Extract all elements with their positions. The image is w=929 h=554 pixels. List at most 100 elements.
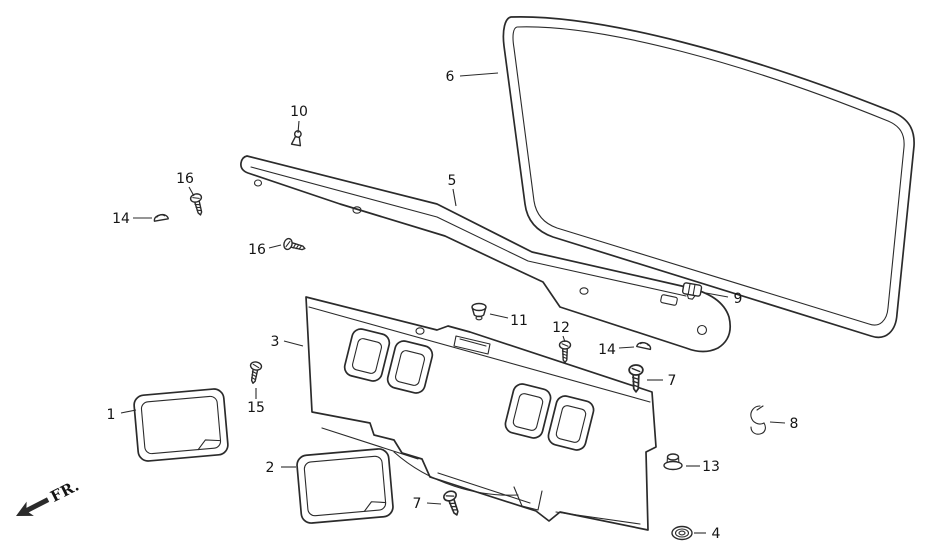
callout-label[interactable]: 9	[734, 291, 743, 307]
callout-label[interactable]: 2	[266, 460, 275, 476]
vent-inner	[512, 393, 544, 431]
panel-bottom-tab	[513, 486, 543, 511]
clip-9	[681, 282, 703, 300]
fr-arrow-icon	[16, 497, 50, 516]
grommet4-ring	[674, 528, 690, 538]
callout-15[interactable]: 15	[247, 388, 265, 416]
callout-14-left[interactable]: 14	[112, 211, 152, 227]
callout-7-lower[interactable]: 7	[413, 496, 442, 512]
trim-hole	[253, 179, 263, 187]
callout-label[interactable]: 12	[552, 320, 570, 336]
clip-8	[750, 405, 766, 435]
leader-line	[489, 313, 509, 319]
button11-stem	[475, 315, 483, 321]
leader-line	[426, 502, 442, 505]
callout-label[interactable]: 16	[248, 242, 266, 258]
callout-label[interactable]: 10	[290, 104, 308, 120]
callout-label[interactable]: 8	[790, 416, 799, 432]
clip-10	[290, 130, 302, 147]
leader-line	[562, 335, 566, 343]
leader-line	[769, 421, 786, 424]
callouts: 6 10 16 14 16 5 9 11	[107, 69, 799, 542]
callout-label[interactable]: 7	[413, 496, 422, 512]
part-lower-lining-panel	[305, 296, 657, 531]
callout-8[interactable]: 8	[769, 416, 799, 432]
lid2-outer	[296, 448, 394, 524]
callout-9[interactable]: 9	[705, 291, 743, 307]
callout-4[interactable]: 4	[694, 526, 721, 542]
screw-12	[558, 340, 572, 364]
callout-label[interactable]: 14	[598, 342, 616, 358]
panel-bracket	[453, 335, 491, 355]
vent-outer	[386, 340, 434, 394]
callout-11[interactable]: 11	[489, 313, 528, 329]
panel-lower-contour	[393, 451, 519, 496]
callout-14-right[interactable]: 14	[598, 342, 635, 358]
screw-16-lower	[282, 236, 308, 255]
callout-2[interactable]: 2	[266, 460, 296, 476]
callout-label[interactable]: 6	[446, 69, 455, 85]
lid1-outer	[133, 388, 229, 462]
callout-label[interactable]: 14	[112, 211, 130, 227]
leader-line	[268, 244, 282, 249]
leader-line	[452, 188, 457, 207]
panel-hole	[415, 327, 425, 335]
grommet-13	[663, 453, 683, 471]
callout-label[interactable]: 1	[107, 407, 116, 423]
part-lid-panel-1	[133, 388, 229, 462]
lid1-inner	[140, 395, 222, 455]
callout-label[interactable]: 3	[271, 334, 280, 350]
callout-label[interactable]: 11	[510, 313, 528, 329]
part-weatherstrip-seal	[502, 16, 915, 339]
leader-line	[188, 186, 195, 197]
grommet4-hole	[678, 530, 686, 536]
clip9-rib	[692, 283, 696, 296]
callout-7-upper[interactable]: 7	[647, 373, 676, 389]
callout-6[interactable]: 6	[446, 69, 499, 85]
callout-label[interactable]: 13	[702, 459, 720, 475]
lid2-inner	[303, 455, 387, 517]
screw-15	[246, 360, 263, 385]
vent-outer	[504, 383, 552, 439]
leader-line	[705, 292, 729, 298]
callout-label[interactable]: 4	[712, 526, 721, 542]
callout-5[interactable]: 5	[448, 173, 457, 207]
lid1-notch	[197, 439, 222, 451]
part-lid-panel-2	[296, 448, 394, 524]
cap-14-right	[636, 340, 653, 351]
callout-3[interactable]: 3	[271, 334, 304, 350]
grommet4-outer	[671, 525, 693, 541]
cap-14-left	[152, 212, 169, 222]
button-plug-11	[471, 302, 487, 321]
clip8-end	[756, 405, 764, 411]
vent-outer	[343, 328, 391, 382]
callout-label[interactable]: 5	[448, 173, 457, 189]
clip8-hook	[750, 422, 766, 435]
vent-grille-right	[504, 383, 595, 451]
weatherstrip-outer-line	[502, 16, 915, 339]
callout-label[interactable]: 7	[668, 373, 677, 389]
callout-10[interactable]: 10	[290, 104, 308, 134]
callout-16-upper[interactable]: 16	[176, 171, 195, 197]
screw-7-lower	[441, 488, 464, 518]
callout-16-lower[interactable]: 16	[248, 242, 282, 258]
callout-label[interactable]: 16	[176, 171, 194, 187]
vent-outer	[547, 395, 595, 451]
part-upper-trim-strip	[240, 155, 732, 353]
fr-indicator: FR.	[16, 476, 82, 516]
leader-line	[297, 120, 300, 134]
callout-label[interactable]: 15	[247, 400, 265, 416]
vent-inner	[394, 350, 426, 386]
leader-line	[120, 409, 137, 414]
clip9-foot	[686, 293, 696, 300]
leader-line	[618, 346, 635, 349]
clip9-rib	[687, 283, 691, 295]
callout-1[interactable]: 1	[107, 407, 137, 423]
clip9-body	[681, 282, 703, 297]
callout-12[interactable]: 12	[552, 320, 570, 343]
vent-inner	[351, 338, 383, 374]
callout-13[interactable]: 13	[686, 459, 720, 475]
vent-inner	[555, 405, 587, 443]
